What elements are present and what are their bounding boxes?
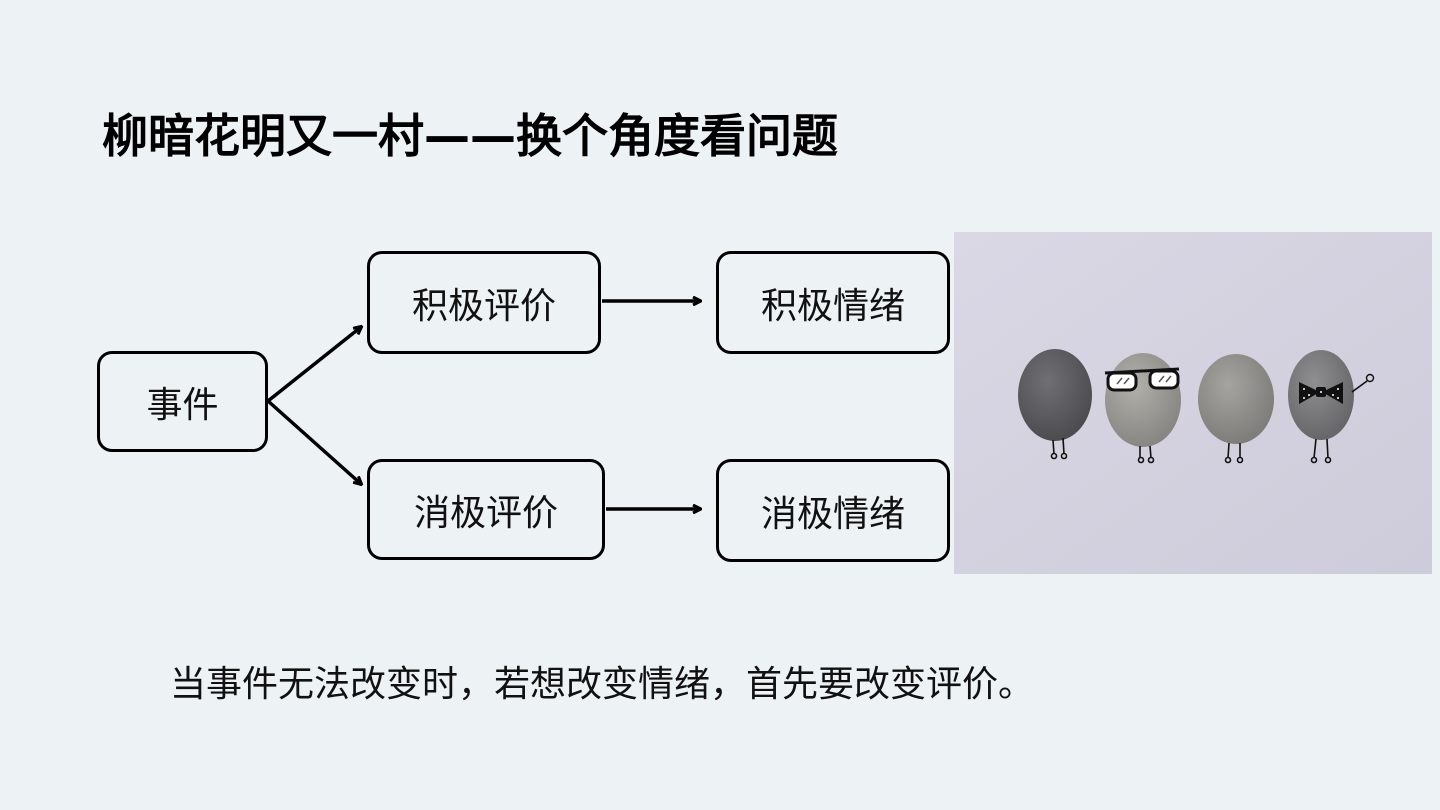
event-box: 事件 — [97, 351, 268, 452]
negative-evaluation-label: 消极评价 — [413, 492, 558, 534]
pebble-plain-light — [1198, 354, 1274, 464]
event-label: 事件 — [146, 384, 219, 426]
arrow-event-to-negative — [266, 399, 361, 484]
negative-evaluation-box: 消极评价 — [367, 459, 605, 560]
pebble-sunglasses — [1104, 353, 1181, 464]
positive-emotion-box: 积极情绪 — [716, 251, 950, 354]
negative-emotion-label: 消极情绪 — [760, 493, 905, 535]
positive-evaluation-box: 积极评价 — [367, 251, 601, 354]
pebble-characters-photo — [954, 232, 1432, 574]
slide-title: 柳暗花明又一村——换个角度看问题 — [102, 109, 838, 163]
arrow-event-to-positive — [266, 327, 361, 403]
pebble-bowtie — [1288, 350, 1375, 464]
positive-emotion-label: 积极情绪 — [760, 285, 905, 327]
bowtie-icon — [1299, 382, 1343, 404]
negative-emotion-box: 消极情绪 — [716, 459, 950, 562]
positive-evaluation-label: 积极评价 — [411, 285, 556, 327]
pebble-plain-dark — [1018, 349, 1092, 460]
conclusion-text: 当事件无法改变时，若想改变情绪，首先要改变评价。 — [170, 664, 1035, 705]
sunglasses-icon — [1104, 367, 1180, 392]
